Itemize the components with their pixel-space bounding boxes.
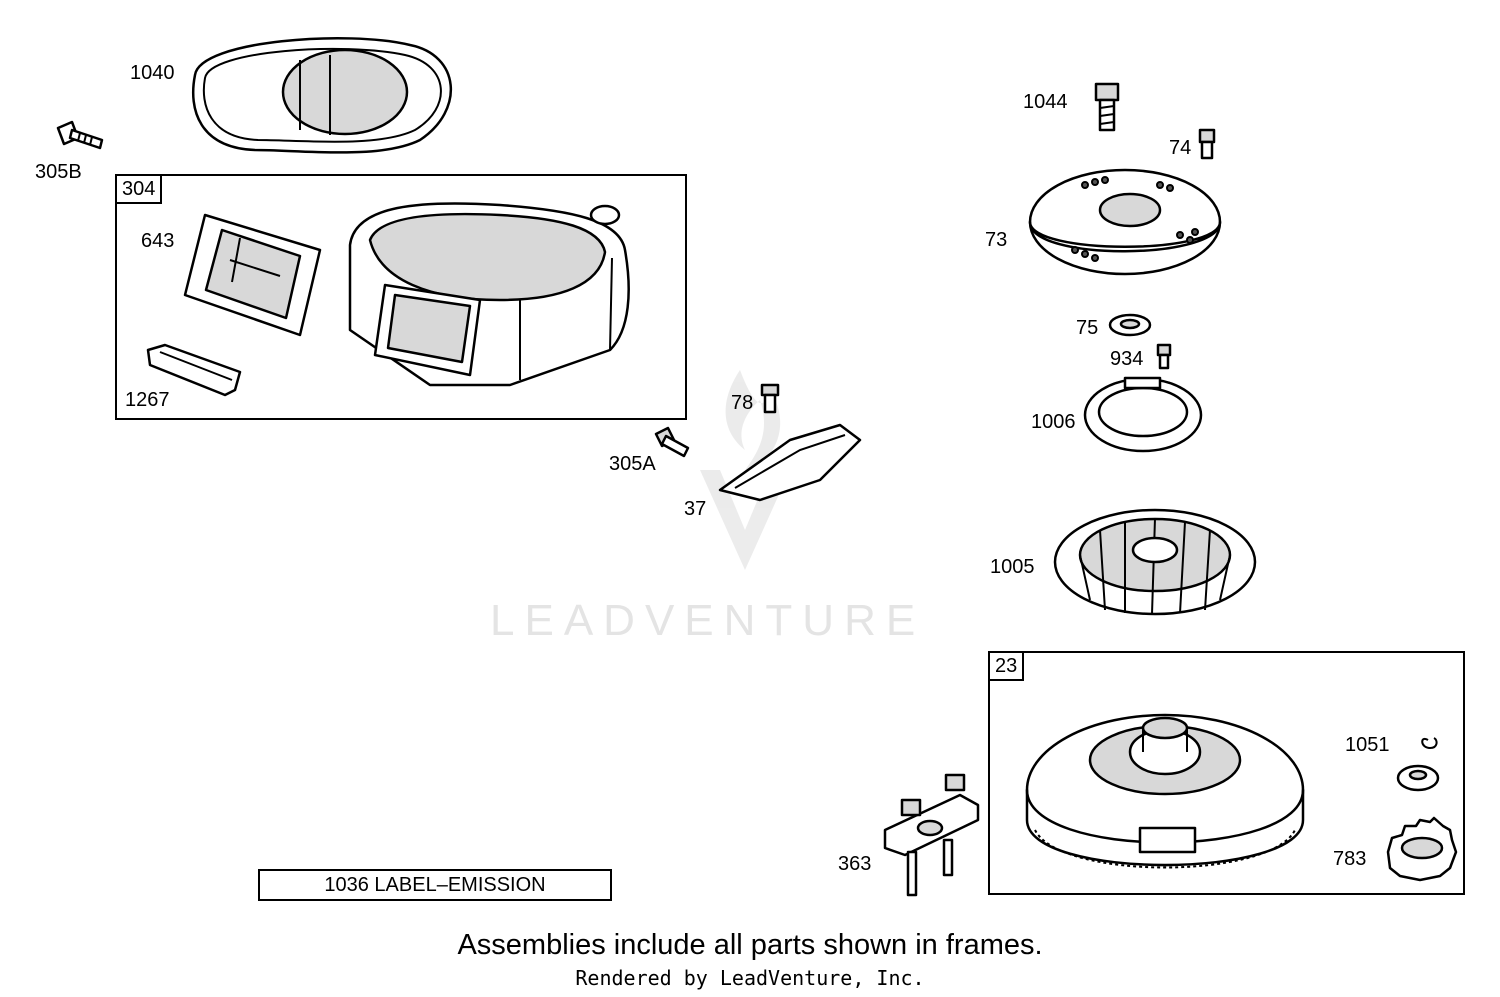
frame-label-304: 304 bbox=[115, 174, 163, 204]
part-1006-ring bbox=[1083, 376, 1203, 453]
part-37-baffle bbox=[718, 423, 862, 502]
watermark-text: LEADVENTURE bbox=[490, 596, 926, 645]
assembly-frame-304: 304 bbox=[115, 174, 687, 420]
part-934-bolt bbox=[1156, 343, 1172, 370]
part-1051-key bbox=[1396, 737, 1440, 792]
part-305A-bolt bbox=[654, 426, 690, 458]
assemblies-note: Assemblies include all parts shown in fr… bbox=[457, 929, 1043, 961]
emission-label-box: 1036 LABEL–EMISSION bbox=[258, 869, 612, 901]
label-78: 78 bbox=[731, 392, 754, 414]
part-363-bracket bbox=[883, 773, 980, 897]
label-1040: 1040 bbox=[130, 62, 175, 84]
label-934: 934 bbox=[1110, 348, 1144, 370]
part-1267-clip bbox=[146, 343, 242, 397]
part-305B-bolt bbox=[56, 120, 104, 150]
part-78-bolt bbox=[760, 383, 780, 414]
label-1005: 1005 bbox=[990, 556, 1035, 578]
label-73: 73 bbox=[985, 229, 1008, 251]
frame-label-23: 23 bbox=[988, 651, 1025, 681]
part-23-flywheel bbox=[1025, 713, 1305, 869]
part-1005-fan bbox=[1053, 508, 1257, 616]
label-783: 783 bbox=[1333, 848, 1367, 870]
part-74-bolt bbox=[1198, 128, 1216, 160]
label-75: 75 bbox=[1076, 317, 1099, 339]
label-1051: 1051 bbox=[1345, 734, 1390, 756]
label-1267: 1267 bbox=[125, 389, 170, 411]
render-credit: Rendered by LeadVenture, Inc. bbox=[575, 966, 925, 990]
part-75-washer bbox=[1108, 313, 1152, 337]
label-1044: 1044 bbox=[1023, 91, 1068, 113]
part-643-grille bbox=[183, 213, 322, 337]
label-305B: 305B bbox=[35, 161, 82, 183]
part-1044-bolt bbox=[1094, 82, 1120, 132]
label-1006: 1006 bbox=[1031, 411, 1076, 433]
part-783-gear bbox=[1386, 816, 1458, 882]
label-37: 37 bbox=[684, 498, 707, 520]
label-363: 363 bbox=[838, 853, 872, 875]
label-305A: 305A bbox=[609, 453, 656, 475]
part-73-screen bbox=[1028, 168, 1222, 276]
assembly-frame-23: 23 bbox=[988, 651, 1465, 895]
label-74: 74 bbox=[1169, 137, 1192, 159]
label-643: 643 bbox=[141, 230, 175, 252]
part-1040-cover bbox=[191, 37, 453, 154]
part-304-housing bbox=[348, 202, 630, 387]
